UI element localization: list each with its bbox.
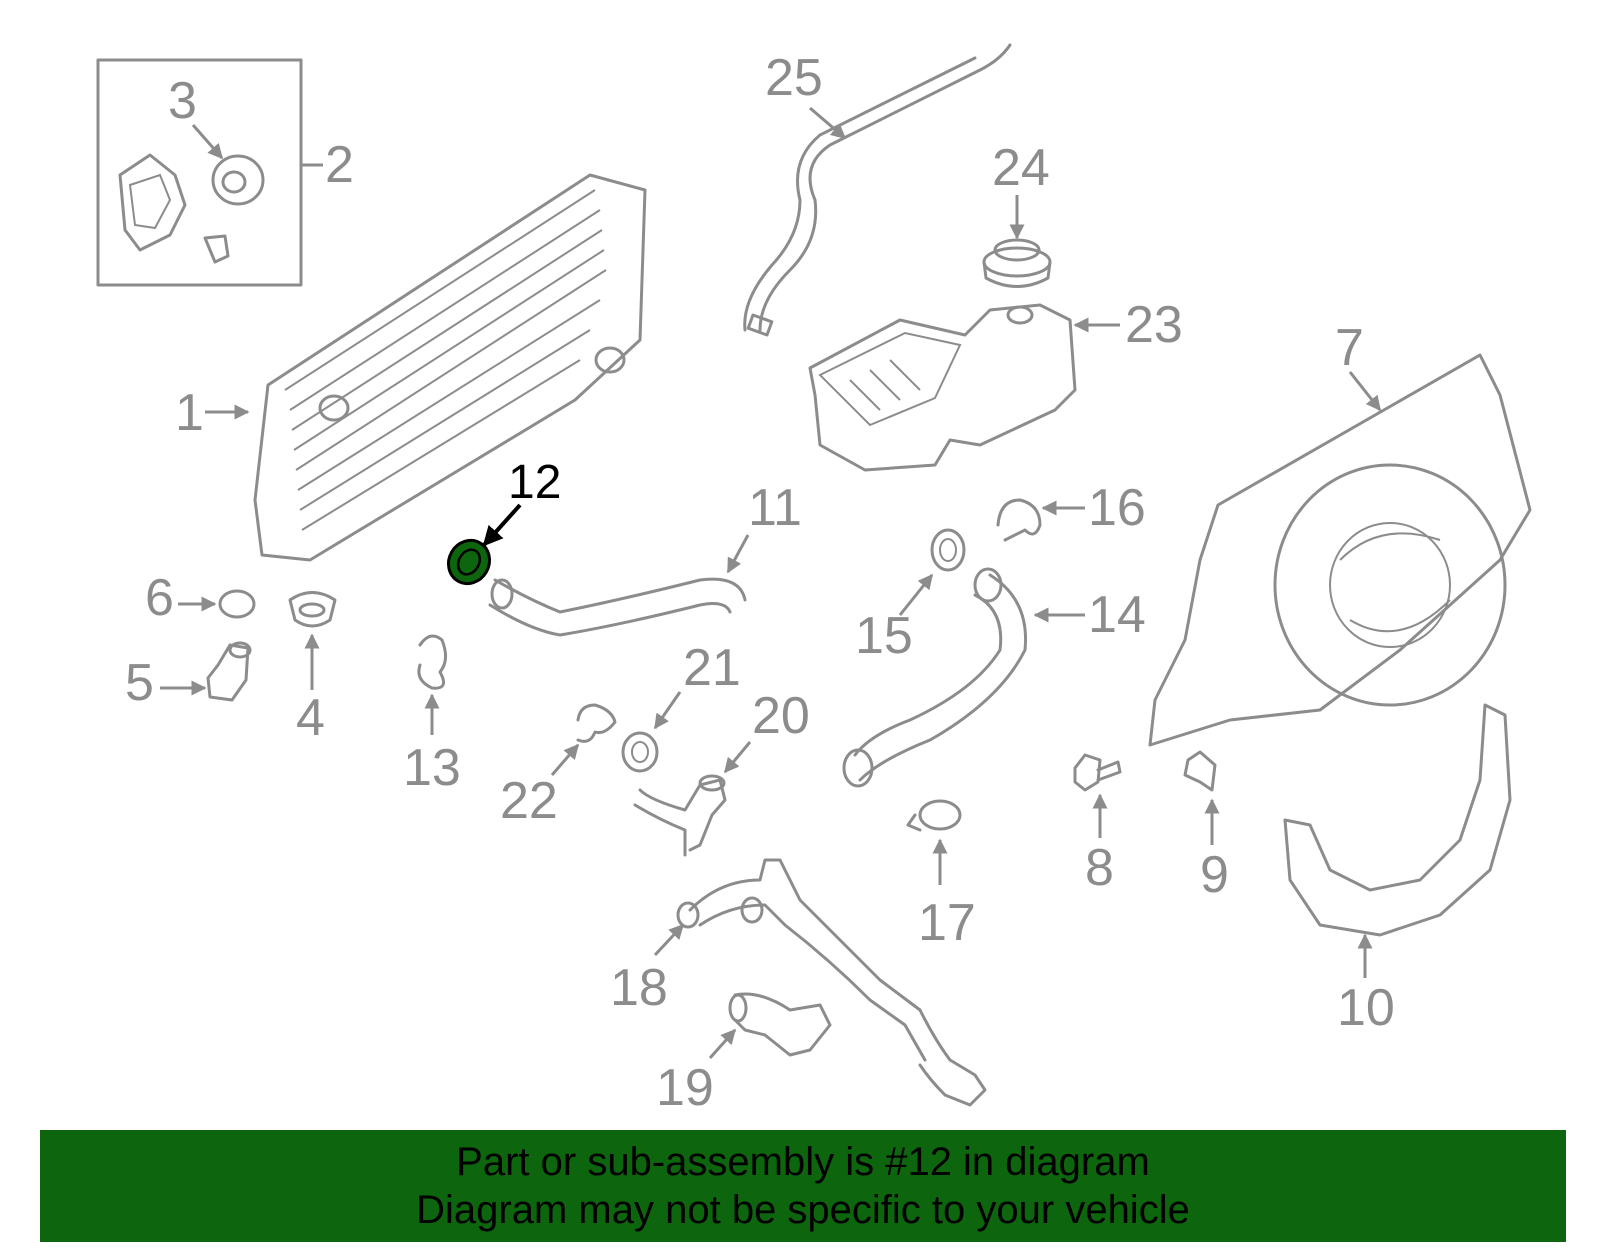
part-1-radiator bbox=[253, 173, 647, 562]
part-16-clamp bbox=[996, 498, 1042, 542]
callout-leader-18 bbox=[653, 923, 685, 957]
callout-leader-3 bbox=[191, 124, 224, 160]
callout-label-21: 21 bbox=[683, 639, 741, 697]
part-11-hose bbox=[488, 577, 747, 637]
part-5-sensor bbox=[206, 641, 252, 702]
callout-label-2: 2 bbox=[325, 136, 354, 194]
callout-label-9: 9 bbox=[1200, 846, 1229, 904]
part-15-oring bbox=[930, 528, 966, 572]
callout-leader-12 bbox=[482, 503, 522, 547]
part-19-elbow-hose bbox=[728, 992, 832, 1057]
part-10-lower-shroud bbox=[1283, 703, 1512, 937]
part-14-hose bbox=[842, 567, 1028, 788]
part-18-hose-assembly bbox=[676, 858, 987, 1107]
part-22-clamp bbox=[576, 703, 617, 743]
callout-label-23: 23 bbox=[1125, 296, 1183, 354]
part-24-reservoir-cap bbox=[982, 238, 1052, 288]
callout-label-20: 20 bbox=[752, 687, 810, 745]
callouts: 3 2 1 6 5 4 13 12 11 25 24 23 7 16 15 14 bbox=[125, 49, 1395, 1117]
callout-label-24: 24 bbox=[992, 139, 1050, 197]
callout-label-12: 12 bbox=[508, 456, 561, 509]
callout-label-5: 5 bbox=[125, 654, 154, 712]
callout-label-17: 17 bbox=[918, 894, 976, 952]
callout-label-4: 4 bbox=[296, 689, 325, 747]
part-23-reservoir bbox=[808, 303, 1077, 472]
callout-leader-15 bbox=[898, 573, 934, 616]
part-17-clamp bbox=[906, 799, 962, 832]
part-20-tube bbox=[633, 774, 727, 857]
part-8-bolt bbox=[1073, 753, 1122, 792]
info-banner: Part or sub-assembly is #12 in diagram D… bbox=[40, 1130, 1566, 1242]
callout-label-3: 3 bbox=[168, 72, 197, 130]
callout-label-11: 11 bbox=[748, 479, 802, 537]
part-4-cap bbox=[288, 591, 337, 628]
callout-leader-20 bbox=[723, 741, 752, 774]
callout-label-6: 6 bbox=[145, 569, 174, 627]
callout-leader-25 bbox=[809, 106, 847, 140]
callout-label-13: 13 bbox=[403, 739, 461, 797]
part-7-fan-shroud bbox=[1148, 353, 1532, 747]
callout-label-19: 19 bbox=[656, 1059, 714, 1117]
callout-label-16: 16 bbox=[1088, 479, 1146, 537]
callout-label-1: 1 bbox=[175, 384, 204, 442]
callout-leader-21 bbox=[653, 691, 682, 730]
callout-label-18: 18 bbox=[610, 959, 668, 1017]
part-6-oring bbox=[218, 589, 256, 619]
callout-label-25: 25 bbox=[765, 49, 823, 107]
callout-leader-11 bbox=[726, 534, 750, 574]
part-2-inset-box bbox=[96, 58, 303, 287]
callout-label-14: 14 bbox=[1088, 586, 1146, 644]
banner-line-1: Part or sub-assembly is #12 in diagram bbox=[456, 1140, 1150, 1184]
part-21-oring bbox=[621, 731, 659, 773]
callout-label-7: 7 bbox=[1335, 319, 1364, 377]
callout-leader-22 bbox=[550, 743, 580, 776]
part-13-clamp bbox=[417, 634, 447, 690]
part-9-clip bbox=[1183, 750, 1217, 792]
callout-label-15: 15 bbox=[855, 607, 913, 665]
callout-leader-7 bbox=[1348, 371, 1382, 412]
callout-label-10: 10 bbox=[1337, 979, 1395, 1037]
part-25-vent-hose bbox=[743, 43, 1012, 337]
part-12-seal-highlighted bbox=[446, 538, 492, 586]
callout-label-22: 22 bbox=[500, 772, 558, 830]
banner-line-2: Diagram may not be specific to your vehi… bbox=[416, 1188, 1190, 1232]
callout-leader-19 bbox=[708, 1028, 737, 1059]
callout-label-8: 8 bbox=[1085, 839, 1114, 897]
